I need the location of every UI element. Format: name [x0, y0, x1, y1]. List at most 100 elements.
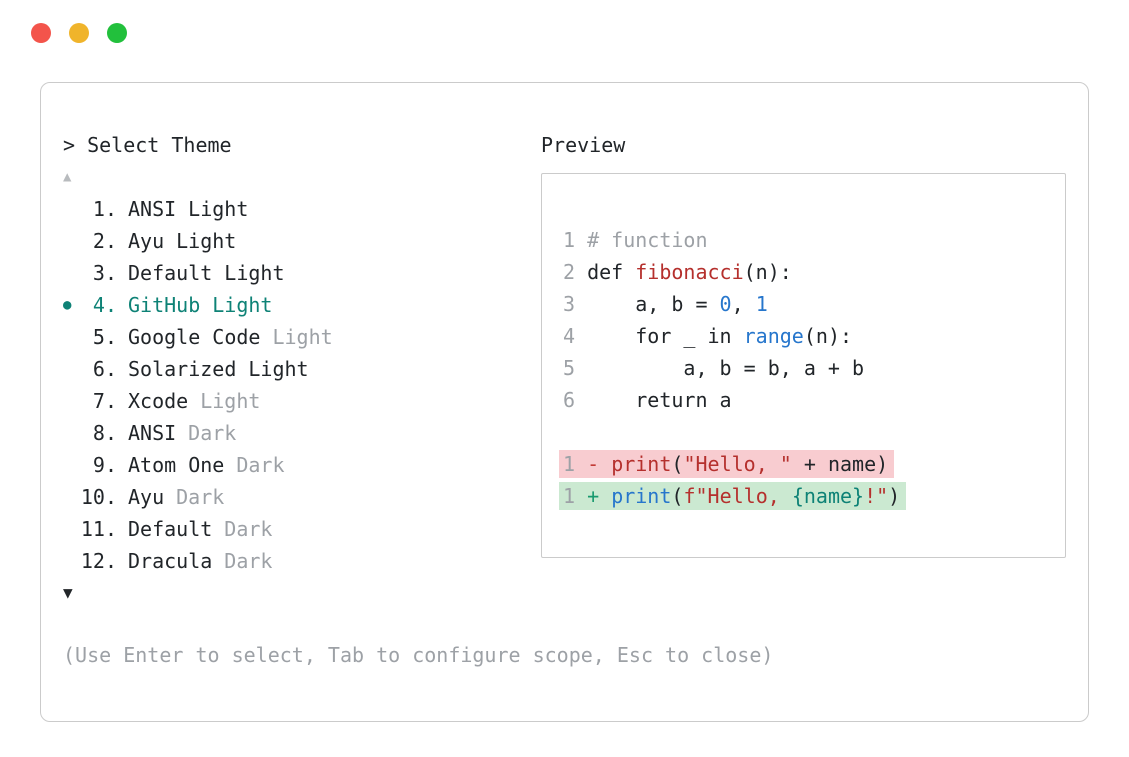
code-token: "Hello, ": [683, 452, 792, 476]
prompt: > Select Theme: [63, 133, 232, 157]
code-token: {name}: [791, 484, 865, 508]
code-line-content: 1 # function: [563, 224, 708, 256]
code-token: 1: [563, 228, 588, 252]
code-token: (: [671, 452, 684, 476]
theme-name: Dracula: [128, 549, 213, 573]
code-token: for _ in: [587, 324, 744, 348]
zoom-button[interactable]: [107, 23, 127, 43]
bullet-spacer: [63, 193, 79, 225]
scroll-up-indicator[interactable]: ▲: [63, 169, 72, 185]
code-token: + name: [791, 452, 877, 476]
theme-name: Solarized: [128, 357, 237, 381]
code-token: ,: [731, 292, 756, 316]
code-token: def: [587, 260, 636, 284]
code-token: (n):: [803, 324, 853, 348]
theme-item-number: 1.: [92, 197, 117, 221]
help-text: (Use Enter to select, Tab to configure s…: [63, 643, 774, 667]
code-token: +: [587, 484, 612, 508]
theme-variant: Light: [224, 261, 285, 285]
bullet-spacer: [63, 225, 79, 257]
bullet-spacer: [63, 545, 79, 577]
code-token: fibonacci: [635, 260, 744, 284]
code-line-content: 6 return a: [563, 384, 732, 416]
code-token: ): [876, 452, 889, 476]
theme-item-atom-one-dark[interactable]: 9. Atom One Dark: [63, 449, 541, 481]
code-token: range: [743, 324, 804, 348]
theme-item-number: 12.: [80, 549, 117, 573]
code-line-content: 1 - print("Hello, " + name): [559, 450, 895, 478]
bullet-spacer: [63, 321, 79, 353]
theme-item-label: Solarized Light: [128, 353, 309, 385]
code-line-content: 2 def fibonacci(n):: [563, 256, 792, 288]
theme-name: Atom One: [128, 453, 225, 477]
code-token: 0: [719, 292, 732, 316]
theme-variant: Light: [176, 229, 237, 253]
code-token: "Hello,: [695, 484, 792, 508]
theme-name: ANSI: [128, 197, 177, 221]
scroll-down-indicator[interactable]: ▼: [63, 583, 73, 602]
theme-item-label: Atom One Dark: [128, 449, 285, 481]
window-controls: [0, 0, 1129, 43]
theme-variant: Light: [212, 293, 273, 317]
preview-title: Preview: [541, 133, 626, 157]
theme-name: ANSI: [128, 421, 177, 445]
theme-item-number: 5.: [92, 325, 117, 349]
code-token: 1: [563, 484, 588, 508]
code-token: a, b = b, a + b: [587, 356, 865, 380]
code-token: print: [611, 452, 672, 476]
code-blank-line: [563, 416, 1047, 448]
code-line: 6 return a: [563, 384, 1047, 416]
theme-variant: Dark: [176, 485, 225, 509]
code-token: 1: [563, 452, 588, 476]
code-token: 6: [563, 388, 588, 412]
theme-item-number: 4.: [92, 293, 117, 317]
code-token: -: [587, 452, 612, 476]
theme-variant: Light: [200, 389, 261, 413]
code-line: 2 def fibonacci(n):: [563, 256, 1047, 288]
theme-item-number: 3.: [92, 261, 117, 285]
theme-item-number: 7.: [92, 389, 117, 413]
theme-variant: Dark: [236, 453, 285, 477]
theme-item-number: 9.: [92, 453, 117, 477]
theme-item-number: 8.: [92, 421, 117, 445]
bullet-spacer: [63, 417, 79, 449]
code-token: f: [683, 484, 696, 508]
diff-removed-line: 1 - print("Hello, " + name): [559, 448, 1047, 480]
theme-name: Google Code: [128, 325, 261, 349]
minimize-button[interactable]: [69, 23, 89, 43]
close-button[interactable]: [31, 23, 51, 43]
code-line-content: 3 a, b = 0, 1: [563, 288, 768, 320]
theme-variant: Dark: [224, 517, 273, 541]
code-line: 4 for _ in range(n):: [563, 320, 1047, 352]
theme-variant: Light: [248, 357, 309, 381]
code-line: 3 a, b = 0, 1: [563, 288, 1047, 320]
theme-item-number: 2.: [92, 229, 117, 253]
